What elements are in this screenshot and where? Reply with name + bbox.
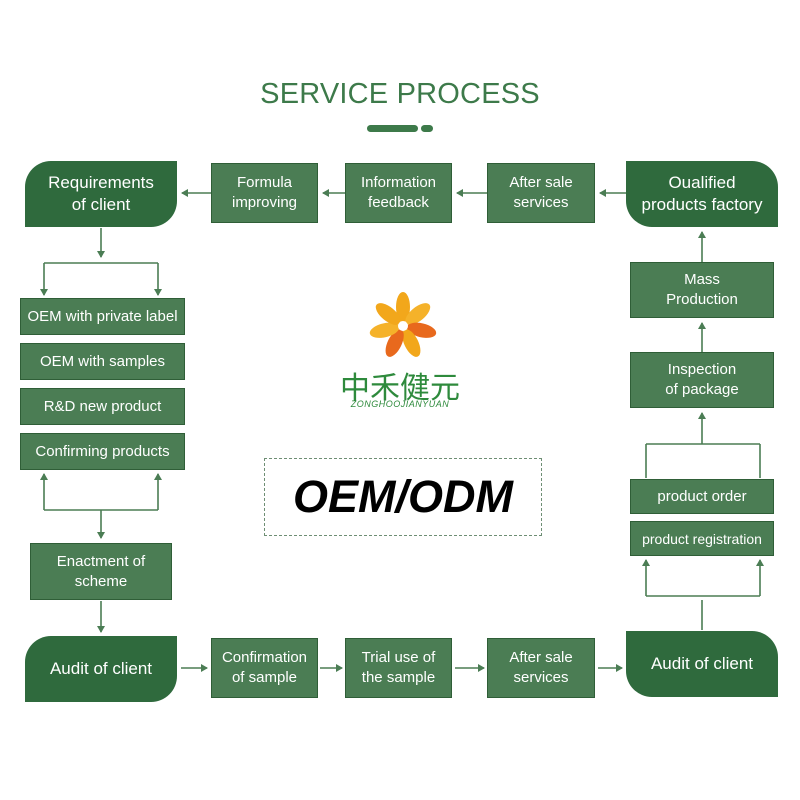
step-product-order: product order <box>630 479 774 514</box>
logo-latin-text: ZONGHOOJIANYUAN <box>350 399 450 409</box>
option-confirming-products: Confirming products <box>20 433 185 470</box>
step-enactment-of-scheme: Enactment of scheme <box>30 543 172 600</box>
step-confirmation-of-sample: Confirmation of sample <box>211 638 318 698</box>
step-audit-of-client-left: Audit of client <box>25 636 177 702</box>
option-oem-private-label: OEM with private label <box>20 298 185 335</box>
step-after-sale-services-top: After sale services <box>487 163 595 223</box>
oem-odm-frame: OEM/ODM <box>264 458 542 536</box>
step-trial-use-of-sample: Trial use of the sample <box>345 638 452 698</box>
page-title: SERVICE PROCESS <box>260 78 540 110</box>
step-audit-of-client-right: Audit of client <box>626 631 778 697</box>
flower-logo-icon <box>369 292 437 357</box>
step-inspection-of-package: Inspection of package <box>630 352 774 408</box>
title-underline-long <box>367 125 418 132</box>
option-rd-new-product: R&D new product <box>20 388 185 425</box>
step-after-sale-services-bottom: After sale services <box>487 638 595 698</box>
logo-chinese-text: 中禾健元 <box>340 371 460 406</box>
step-qualified-products-factory: Oualified products factory <box>626 161 778 227</box>
title-underline-dot <box>421 125 433 132</box>
step-requirements-of-client: Requirements of client <box>25 161 177 227</box>
step-formula-improving: Formula improving <box>211 163 318 223</box>
step-information-feedback: Information feedback <box>345 163 452 223</box>
option-oem-samples: OEM with samples <box>20 343 185 380</box>
step-product-registration: product registration <box>630 521 774 556</box>
step-mass-production: Mass Production <box>630 262 774 318</box>
oem-odm-label: OEM/ODM <box>293 471 513 522</box>
